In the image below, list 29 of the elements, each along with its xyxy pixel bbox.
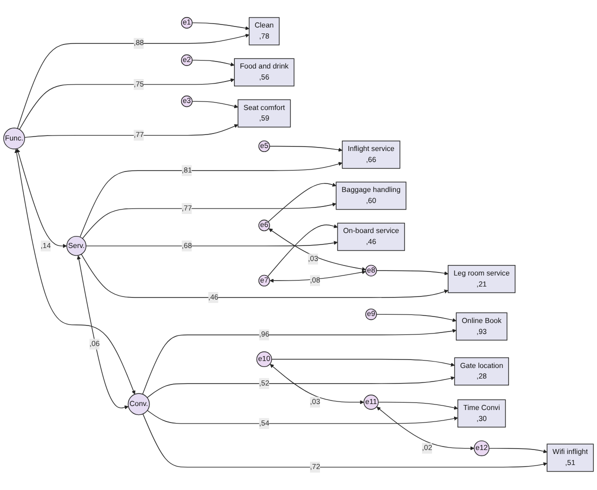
arrow — [488, 448, 548, 454]
arrow — [80, 162, 342, 238]
arrow — [19, 78, 235, 130]
arrow — [146, 376, 455, 398]
arrow — [376, 406, 474, 450]
arrow — [76, 255, 129, 410]
arrow — [192, 100, 238, 108]
arrow — [80, 254, 448, 298]
arrow — [142, 328, 456, 395]
arrow — [192, 22, 250, 30]
arrow — [376, 270, 448, 276]
arrow — [14, 148, 136, 394]
arrow — [142, 414, 548, 468]
arrow — [24, 124, 238, 138]
arrow — [192, 60, 235, 66]
arrow — [271, 358, 455, 367]
arrow — [270, 364, 364, 404]
arrow — [86, 240, 338, 246]
arrow — [376, 314, 456, 322]
arrow — [16, 148, 67, 248]
arrow — [378, 402, 458, 410]
arrow — [82, 202, 336, 239]
arrow — [270, 270, 366, 283]
arrow — [268, 182, 336, 222]
arrow — [267, 224, 338, 277]
arrow — [147, 410, 458, 424]
arrow — [17, 34, 250, 129]
arrow — [269, 146, 342, 152]
arrow — [268, 228, 366, 271]
